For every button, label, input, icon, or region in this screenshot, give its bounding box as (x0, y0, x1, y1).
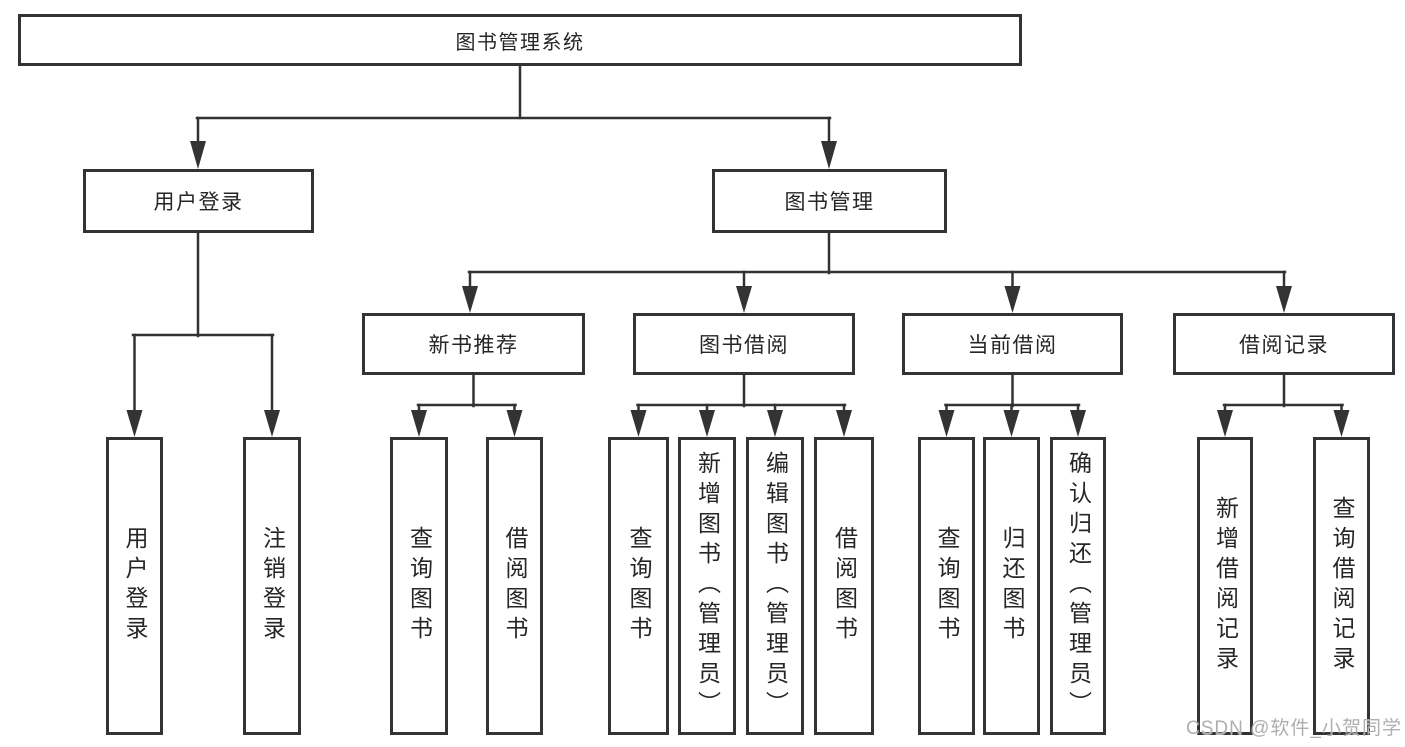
leaf-logout-login-label: 注销登录 (259, 526, 286, 646)
leaf-edit-books-admin-label: 编辑图书（管理员） (762, 451, 789, 721)
leaf-logout-login: 注销登录 (243, 437, 301, 735)
node-user-login: 用户登录 (83, 169, 314, 233)
leaf-add-books-admin: 新增图书（管理员） (678, 437, 736, 735)
node-book-management: 图书管理 (712, 169, 947, 233)
node-current-borrow: 当前借阅 (902, 313, 1123, 375)
node-book-borrow: 图书借阅 (633, 313, 855, 375)
leaf-user-login-label: 用户登录 (122, 526, 148, 646)
node-library-management-system: 图书管理系统 (18, 14, 1022, 66)
leaf-recommend-query-books-label: 查询图书 (406, 526, 433, 646)
leaf-return-books: 归还图书 (983, 437, 1040, 735)
node-new-book-recommend: 新书推荐 (362, 313, 585, 375)
leaf-confirm-return-admin: 确认归还（管理员） (1050, 437, 1106, 735)
leaf-borrow-books: 借阅图书 (814, 437, 874, 735)
leaf-borrow-query-books-label: 查询图书 (626, 526, 652, 646)
leaf-edit-books-admin: 编辑图书（管理员） (746, 437, 804, 735)
node-borrow-records: 借阅记录 (1173, 313, 1395, 375)
leaf-recommend-borrow-books-label: 借阅图书 (502, 526, 528, 646)
leaf-current-query-books-label: 查询图书 (934, 526, 960, 646)
leaf-query-borrow-record: 查询借阅记录 (1313, 437, 1370, 735)
arrowheads (126, 141, 1350, 437)
leaf-current-query-books: 查询图书 (918, 437, 975, 735)
leaf-return-books-label: 归还图书 (999, 526, 1025, 646)
leaf-add-borrow-record-label: 新增借阅记录 (1212, 496, 1239, 676)
leaf-add-books-admin-label: 新增图书（管理员） (694, 451, 721, 721)
leaf-recommend-query-books: 查询图书 (390, 437, 448, 735)
leaf-borrow-books-label: 借阅图书 (831, 526, 858, 646)
leaf-user-login: 用户登录 (106, 437, 163, 735)
leaf-confirm-return-admin-label: 确认归还（管理员） (1065, 451, 1092, 721)
csdn-watermark: CSDN @软件_小贺同学 (1186, 718, 1402, 739)
leaf-recommend-borrow-books: 借阅图书 (486, 437, 543, 735)
leaf-borrow-query-books: 查询图书 (608, 437, 669, 735)
leaf-add-borrow-record: 新增借阅记录 (1197, 437, 1253, 735)
leaf-query-borrow-record-label: 查询借阅记录 (1329, 496, 1355, 676)
